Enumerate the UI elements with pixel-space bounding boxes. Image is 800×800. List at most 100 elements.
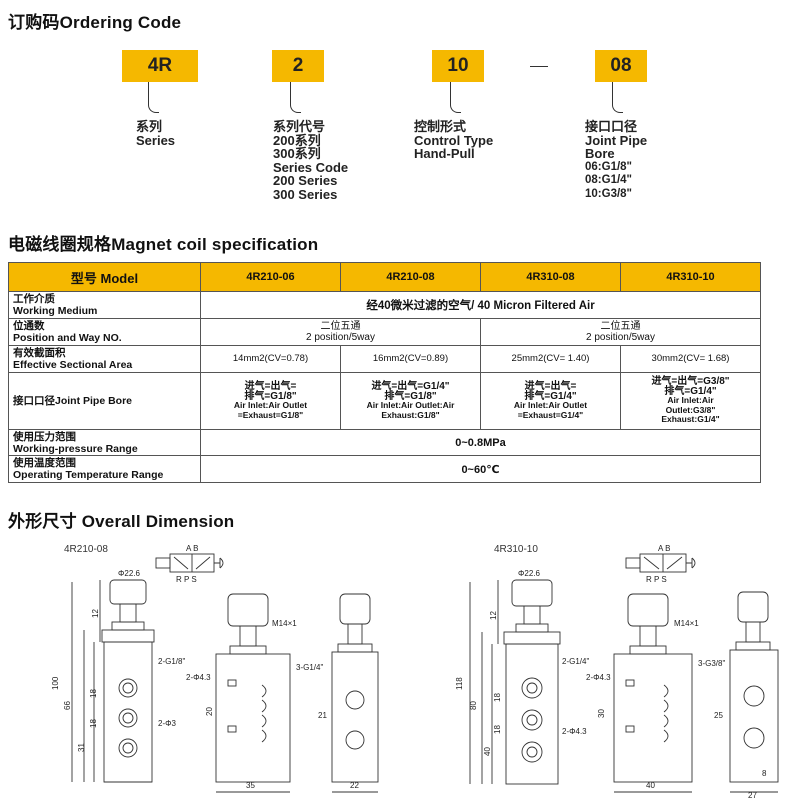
- right-h-25: 25: [714, 711, 723, 720]
- spec-table: 型号 Model 4R210-06 4R210-08 4R310-08 4R31…: [8, 262, 761, 483]
- row-area: 有效截面积 Effective Sectional Area 14mm2(CV=…: [8, 345, 761, 373]
- left-h-body: 66: [63, 701, 72, 710]
- label-series-code-2: 300系列: [273, 146, 321, 161]
- label-series: 系列 Series: [136, 120, 175, 147]
- bore-0-line-1: 排气=G1/8": [244, 390, 297, 402]
- row-pressure-value: 0~0.8MPa: [200, 429, 761, 456]
- code-box-series: 4R: [122, 50, 198, 82]
- left-h-12: 12: [91, 609, 100, 618]
- right-h-18b: 18: [493, 725, 502, 734]
- label-series-code: 系列代号 200系列 300系列 Series Code 200 Series …: [273, 120, 348, 201]
- row-position-label-en: Position and Way NO.: [13, 332, 122, 344]
- row-temperature-value: 0~60℃: [200, 455, 761, 483]
- label-series-code-1: 200系列: [273, 132, 321, 148]
- row-area-label-en: Effective Sectional Area: [13, 359, 133, 371]
- bore-3-line-1: 排气=G1/4": [664, 385, 717, 397]
- bore-3-line-2: Air Inlet:Air: [667, 395, 714, 406]
- bore-3-line-3: Outlet:G3/8": [665, 404, 716, 415]
- header-4r310-10: 4R310-10: [620, 262, 761, 292]
- area-value-0: 14mm2(CV=0.78): [200, 345, 341, 373]
- valve-symbol-right: [625, 553, 696, 573]
- row-bore: 接口口径Joint Pipe Bore 进气=出气= 排气=G1/8" Air …: [8, 372, 761, 430]
- bore-cell-2: 进气=出气= 排气=G1/4" Air Inlet:Air Outlet =Ex…: [480, 372, 621, 430]
- header-model: 型号 Model: [8, 262, 201, 292]
- dimension-drawings: A B R P S Φ22.6 M14×1 2-G1/8" 3-G1/4" 2-…: [51, 544, 779, 800]
- left-holes1: 2-Φ4.3: [186, 673, 211, 682]
- label-series-code-4: 200 Series: [273, 173, 338, 188]
- bore-0-line-2: Air Inlet:Air Outlet: [233, 400, 308, 410]
- label-series-en: Series: [136, 132, 176, 148]
- side-view-1-left: [215, 593, 291, 793]
- model-left-label: 4R210-08: [64, 544, 108, 555]
- row-position: 位通数 Position and Way NO. 二位五通 2 position…: [8, 318, 761, 346]
- left-d-top: Φ22.6: [118, 569, 141, 578]
- row-temperature: 使用温度范围 Operating Temperature Range 0~60℃: [8, 455, 761, 483]
- bore-1-line-2: Air Inlet:Air Outlet:Air: [366, 400, 455, 410]
- row-medium-value: 经40微米过滤的空气/ 40 Micron Filtered Air: [200, 291, 761, 319]
- area-value-1: 16mm2(CV=0.89): [340, 345, 481, 373]
- right-h-18a: 18: [493, 693, 502, 702]
- row-position-value-300: 二位五通 2 position/5way: [480, 318, 761, 346]
- code-connector-control: [450, 82, 461, 113]
- bore-0-line-0: 进气=出气=: [244, 381, 297, 392]
- right-h-body: 80: [469, 701, 478, 710]
- header-4r210-08: 4R210-08: [340, 262, 481, 292]
- label-bore: 接口口径 Joint Pipe Bore 06:G1/8" 08:G1/4" 1…: [585, 120, 647, 201]
- left-w-35: 35: [246, 781, 255, 790]
- left-g-ports: 2-G1/8": [158, 657, 185, 666]
- row-medium-label-en: Working Medium: [13, 305, 98, 317]
- model-right-label: 4R310-10: [494, 544, 538, 555]
- bore-1-line-1: 排气=G1/8": [384, 390, 437, 402]
- label-series-cn: 系列: [136, 119, 163, 134]
- left-thread: M14×1: [272, 619, 297, 628]
- header-4r210-06: 4R210-06: [200, 262, 341, 292]
- bore-2-line-2: Air Inlet:Air Outlet: [513, 400, 588, 410]
- left-holes2: 2-Φ3: [158, 719, 176, 728]
- row-bore-label: 接口口径Joint Pipe Bore: [8, 372, 201, 430]
- right-h-40: 40: [483, 747, 492, 756]
- valve-symbol-left: [155, 553, 224, 573]
- left-h-20: 20: [205, 707, 214, 716]
- label-control-1: Control Type: [414, 132, 494, 148]
- code-box-control: 10: [432, 50, 484, 82]
- bore-cell-3: 进气=出气=G3/8" 排气=G1/4" Air Inlet:Air Outle…: [620, 372, 761, 430]
- label-bore-4: 08:G1/4": [585, 174, 633, 186]
- bore-3-line-4: Exhaust:G1/4": [661, 414, 720, 425]
- label-control-2: Hand-Pull: [414, 146, 475, 161]
- right-port-rps: R P S: [646, 575, 667, 584]
- label-control-0: 控制形式: [414, 119, 467, 134]
- label-bore-1: Joint Pipe: [585, 132, 648, 148]
- right-w-27: 27: [748, 791, 757, 800]
- right-h-total: 118: [455, 677, 464, 690]
- right-w-40: 40: [646, 781, 655, 790]
- row-position-v1-cn: 二位五通: [320, 321, 361, 332]
- left-h-18a: 18: [89, 689, 98, 698]
- right-d-top: Φ22.6: [518, 569, 541, 578]
- row-pressure-label-en: Working-pressure Range: [13, 442, 138, 455]
- row-medium-label-cn: 工作介质: [13, 293, 55, 305]
- row-position-label: 位通数 Position and Way NO.: [8, 318, 201, 346]
- area-value-2: 25mm2(CV= 1.40): [480, 345, 621, 373]
- left-h-total: 100: [51, 676, 60, 690]
- right-h-12: 12: [489, 611, 498, 620]
- bore-1-line-3: Exhaust:G1/8": [381, 409, 440, 420]
- label-series-code-3: Series Code: [273, 159, 349, 175]
- row-position-v2-en: 2 position/5way: [586, 332, 655, 343]
- row-position-label-cn: 位通数: [13, 320, 45, 332]
- label-bore-2: Bore: [585, 146, 615, 161]
- left-port-ab: A B: [186, 544, 198, 553]
- row-position-value-200: 二位五通 2 position/5way: [200, 318, 481, 346]
- row-temperature-label-cn: 使用温度范围: [13, 457, 76, 469]
- side-view-2-right: [729, 591, 779, 793]
- spec-title: 电磁线圈规格Magnet coil specification: [8, 235, 319, 254]
- right-g-side: 3-G3/8": [698, 659, 725, 668]
- right-holes2: 2-Φ4.3: [562, 727, 587, 736]
- row-area-label: 有效截面积 Effective Sectional Area: [8, 345, 201, 373]
- dimension-title: 外形尺寸 Overall Dimension: [8, 512, 235, 531]
- bore-1-line-0: 进气=出气=G1/4": [371, 381, 450, 392]
- area-value-3: 30mm2(CV= 1.68): [620, 345, 761, 373]
- label-series-code-5: 300 Series: [273, 186, 338, 202]
- row-position-v2-cn: 二位五通: [600, 321, 641, 332]
- code-connector-bore: [612, 82, 623, 113]
- row-medium-label: 工作介质 Working Medium: [8, 291, 201, 319]
